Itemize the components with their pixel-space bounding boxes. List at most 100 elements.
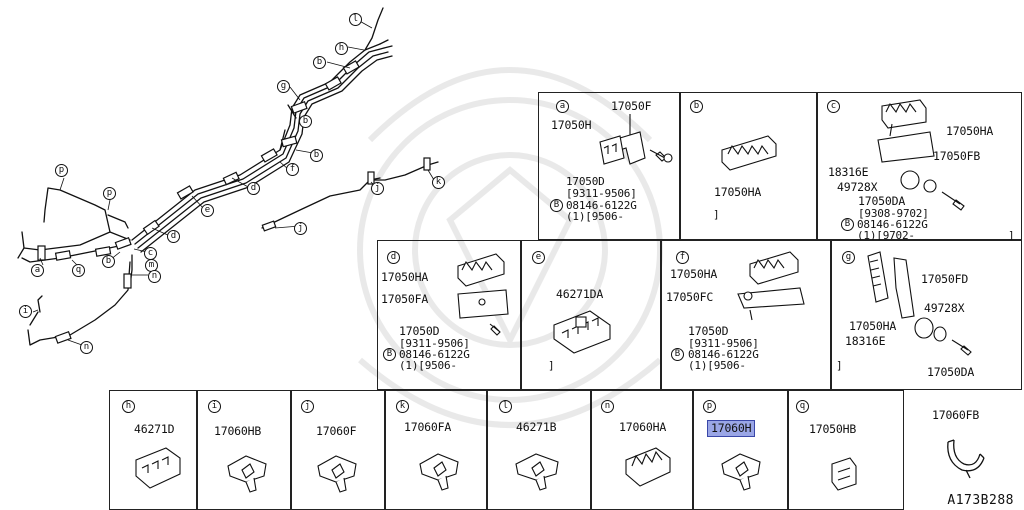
part-17060FB[interactable]: 17060FB	[932, 408, 980, 422]
date-bracket: ]	[713, 208, 720, 221]
part-17050HA[interactable]: 17050HA	[670, 267, 718, 281]
part-17050D[interactable]: 17050D	[399, 324, 440, 338]
diagram-code: A173B288	[947, 493, 1014, 508]
callout-g: g	[277, 80, 290, 93]
panel-j-letter: j	[301, 400, 314, 413]
callout-d: d	[247, 182, 260, 195]
date-bracket: ]	[1008, 229, 1015, 242]
part-49728X[interactable]: 49728X	[837, 180, 878, 194]
callout-a: a	[31, 264, 44, 277]
part-08146-6122G[interactable]: 08146-6122G	[566, 199, 637, 212]
part-17050FD[interactable]: 17050FD	[921, 272, 969, 286]
detail-panel-f	[661, 240, 831, 390]
panel-q-letter: q	[796, 400, 809, 413]
clamp-assembly-icon	[599, 114, 673, 165]
callout-f: f	[286, 163, 299, 176]
detail-panel-g	[831, 240, 1022, 390]
push-clip-icon	[419, 453, 459, 491]
date-range: [9311-9506]	[566, 187, 637, 200]
date-range: [9308-9702]	[858, 207, 929, 220]
part-46271DA[interactable]: 46271DA	[556, 287, 604, 301]
part-17060HA[interactable]: 17060HA	[619, 420, 667, 434]
callout-j: j	[371, 182, 384, 195]
part-46271B[interactable]: 46271B	[516, 420, 557, 434]
panel-n-letter: n	[601, 400, 614, 413]
part-17060FA[interactable]: 17060FA	[404, 420, 452, 434]
part-46271D[interactable]: 46271D	[134, 422, 175, 436]
push-clip-icon	[721, 453, 761, 491]
detail-panel-e	[521, 240, 661, 390]
date-range: [9311-9506]	[399, 337, 470, 350]
panel-d-letter: d	[387, 251, 400, 264]
part-17050FC[interactable]: 17050FC	[666, 290, 714, 304]
part-17050FA[interactable]: 17050FA	[381, 292, 429, 306]
part-17050D[interactable]: 17050D	[688, 324, 729, 338]
date-bracket: ]	[836, 359, 843, 372]
date-range: (1)[9506-	[688, 359, 746, 372]
part-17050HA[interactable]: 17050HA	[849, 319, 897, 333]
part-18316E[interactable]: 18316E	[845, 334, 886, 348]
callout-j: j	[294, 222, 307, 235]
date-range: (1)[9702-	[857, 229, 915, 242]
part-17050FB[interactable]: 17050FB	[933, 149, 981, 163]
panel-h-letter: h	[122, 400, 135, 413]
clamp-bracket-icon	[457, 253, 509, 336]
callout-b: b	[313, 56, 326, 69]
bolt-marker: B	[671, 348, 684, 361]
part-17050DA[interactable]: 17050DA	[858, 194, 906, 208]
callout-n: n	[80, 341, 93, 354]
part-17060HB[interactable]: 17060HB	[214, 424, 262, 438]
panel-g-letter: g	[842, 251, 855, 264]
clamp-bracket-grommet-icon	[877, 99, 965, 211]
bolt-marker: B	[550, 199, 563, 212]
callout-q: q	[72, 264, 85, 277]
callout-e: e	[201, 204, 214, 217]
detail-panel-d	[377, 240, 521, 390]
clip-comb-icon	[625, 447, 671, 487]
panel-l-letter: l	[499, 400, 512, 413]
part-17050F[interactable]: 17050F	[611, 99, 652, 113]
date-range: (1)[9506-	[566, 210, 624, 223]
part-08146-6122G[interactable]: 08146-6122G	[857, 218, 928, 231]
part-17050D[interactable]: 17050D	[566, 175, 605, 188]
part-17060F[interactable]: 17060F	[316, 424, 357, 438]
part-17050HB[interactable]: 17050HB	[809, 422, 857, 436]
panel-p-letter: p	[703, 400, 716, 413]
push-clip-icon	[317, 455, 357, 493]
callout-b: b	[310, 149, 323, 162]
part-17050HA[interactable]: 17050HA	[946, 124, 994, 138]
callout-l: l	[349, 13, 362, 26]
date-range: [9311-9506]	[688, 337, 759, 350]
vertical-clamp-grommet-icon	[867, 251, 972, 356]
part-17050DA[interactable]: 17050DA	[927, 365, 975, 379]
push-clip-icon	[227, 455, 267, 493]
panel-a-letter: a	[556, 100, 569, 113]
part-17050HA[interactable]: 17050HA	[714, 185, 762, 199]
callout-k: k	[432, 176, 445, 189]
part-17050HA[interactable]: 17050HA	[381, 270, 429, 284]
bolt-marker: B	[841, 218, 854, 231]
callout-p: p	[103, 187, 116, 200]
callout-n: n	[148, 270, 161, 283]
part-08146-6122G[interactable]: 08146-6122G	[688, 348, 759, 361]
panel-c-letter: c	[827, 100, 840, 113]
part-49728X[interactable]: 49728X	[924, 301, 965, 315]
detail-panel-a	[538, 92, 680, 240]
date-bracket: ]	[548, 359, 555, 372]
detail-panel-c	[817, 92, 1022, 240]
clip-icon	[831, 457, 857, 491]
push-clip-icon	[515, 453, 559, 491]
panel-e-letter: e	[532, 251, 545, 264]
part-17050H[interactable]: 17050H	[551, 118, 592, 132]
part-18316E[interactable]: 18316E	[828, 165, 869, 179]
callout-h: h	[335, 42, 348, 55]
bolt-marker: B	[383, 348, 396, 361]
band-clip-icon	[947, 439, 985, 479]
panel-i-letter: i	[208, 400, 221, 413]
part-08146-6122G[interactable]: 08146-6122G	[399, 348, 470, 361]
clip-holder-icon	[553, 310, 611, 354]
callout-i: i	[19, 305, 32, 318]
part-17060H-selected[interactable]: 17060H	[707, 420, 756, 437]
panel-k-letter: k	[396, 400, 409, 413]
